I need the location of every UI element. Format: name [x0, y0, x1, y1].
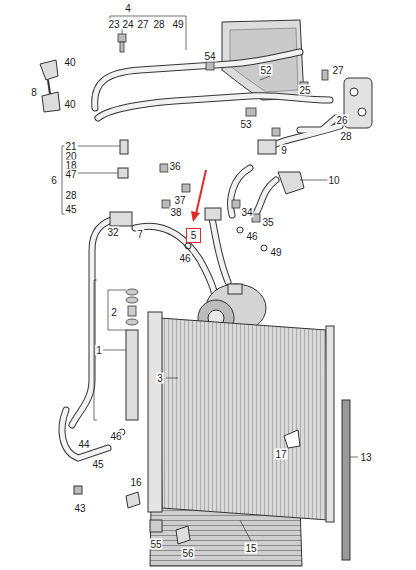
callout-number: 38: [169, 207, 182, 218]
callout-number: 35: [261, 217, 274, 228]
callout-number: 55: [149, 539, 162, 550]
callout-number: 17: [274, 449, 287, 460]
callout-number: 36: [168, 161, 181, 172]
highlight-box: 5: [186, 228, 201, 243]
callout-number: 10: [327, 175, 340, 186]
callout-number: 46: [245, 231, 258, 242]
callout-number: 44: [77, 439, 90, 450]
callout-number: 3: [156, 373, 164, 384]
callout-number: 37: [173, 195, 186, 206]
callout-number: 47: [64, 169, 77, 180]
callout-number: 49: [269, 247, 282, 258]
callout-number: 16: [129, 477, 142, 488]
callout-number: 32: [106, 227, 119, 238]
callout-number: 15: [244, 543, 257, 554]
callout-number: 4: [124, 3, 132, 14]
callout-number: 46: [178, 253, 191, 264]
callout-number: 54: [203, 51, 216, 62]
callout-number: 13: [359, 452, 372, 463]
callout-number: 46: [109, 431, 122, 442]
callout-number: 40: [63, 57, 76, 68]
callout-number: 8: [30, 87, 38, 98]
callout-number: 52: [259, 65, 272, 76]
callout-number: 45: [91, 459, 104, 470]
callout-number: 2: [110, 307, 118, 318]
callout-number: 27: [136, 19, 149, 30]
callout-number: 34: [240, 207, 253, 218]
callout-number: 28: [64, 190, 77, 201]
callout-number: 25: [298, 85, 311, 96]
callout-number: 26: [335, 115, 348, 126]
callout-number: 45: [64, 204, 77, 215]
callout-number: 24: [121, 19, 134, 30]
callout-number: 23: [107, 19, 120, 30]
callout-number: 49: [171, 19, 184, 30]
callout-number: 40: [63, 99, 76, 110]
callout-number: 56: [181, 548, 194, 559]
callout-number: 53: [239, 119, 252, 130]
callout-number: 6: [50, 175, 58, 186]
callout-number: 27: [331, 65, 344, 76]
callout-number: 7: [136, 229, 144, 240]
callout-number: 1: [95, 345, 103, 356]
callout-number: 28: [339, 131, 352, 142]
callout-number: 9: [280, 145, 288, 156]
callout-number: 28: [152, 19, 165, 30]
callout-number: 43: [73, 503, 86, 514]
callout-number: 5: [191, 230, 197, 241]
